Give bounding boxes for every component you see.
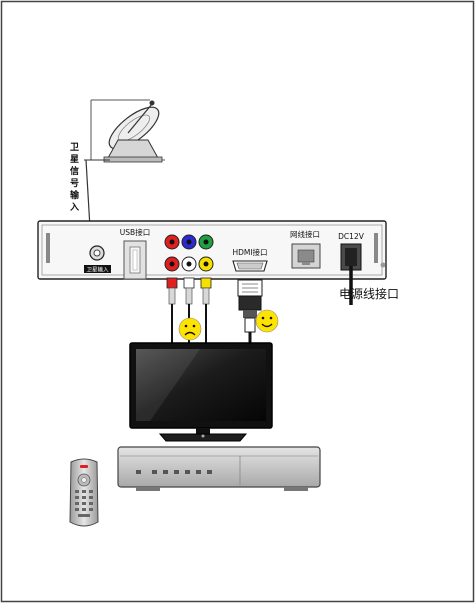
av-jack-red-audio — [164, 256, 180, 272]
satellite-dish-icon — [84, 99, 165, 163]
av-jack-yellow — [198, 256, 214, 272]
satellite-port-label-box — [84, 265, 111, 273]
usb-label: USB接口 — [120, 227, 150, 237]
av-jack-green — [198, 234, 214, 250]
remote-control-icon — [69, 458, 99, 527]
set-top-box-icon — [117, 446, 321, 491]
usb-port — [123, 240, 147, 280]
av-jack-red — [164, 234, 180, 250]
dc-label: DC12V — [338, 232, 365, 241]
network-port — [291, 243, 321, 269]
sad-face-icon — [178, 317, 202, 341]
network-label: 网线接口 — [290, 229, 320, 239]
hdmi-cable — [237, 279, 263, 344]
hdmi-port — [232, 260, 268, 272]
satellite-input-label-5: 输 — [70, 189, 80, 201]
satellite-input-label-2: 星 — [70, 154, 79, 165]
television-icon — [129, 342, 273, 442]
satellite-input-label-1: 卫 — [70, 142, 79, 153]
dc-power-port — [340, 243, 362, 271]
satellite-input-label-3: 信 — [70, 165, 79, 177]
av-jack-blue — [181, 234, 197, 250]
power-label: 电源线接口 — [339, 286, 399, 301]
smiley-face-icon — [255, 309, 279, 333]
satellite-port-label: 卫星输入 — [86, 266, 109, 274]
hdmi-label: HDMI接口 — [232, 247, 267, 257]
satellite-input-label-6: 入 — [69, 202, 79, 213]
av-jack-white — [181, 256, 197, 272]
satellite-input-port — [89, 245, 105, 261]
satellite-input-label-4: 号 — [70, 178, 79, 189]
